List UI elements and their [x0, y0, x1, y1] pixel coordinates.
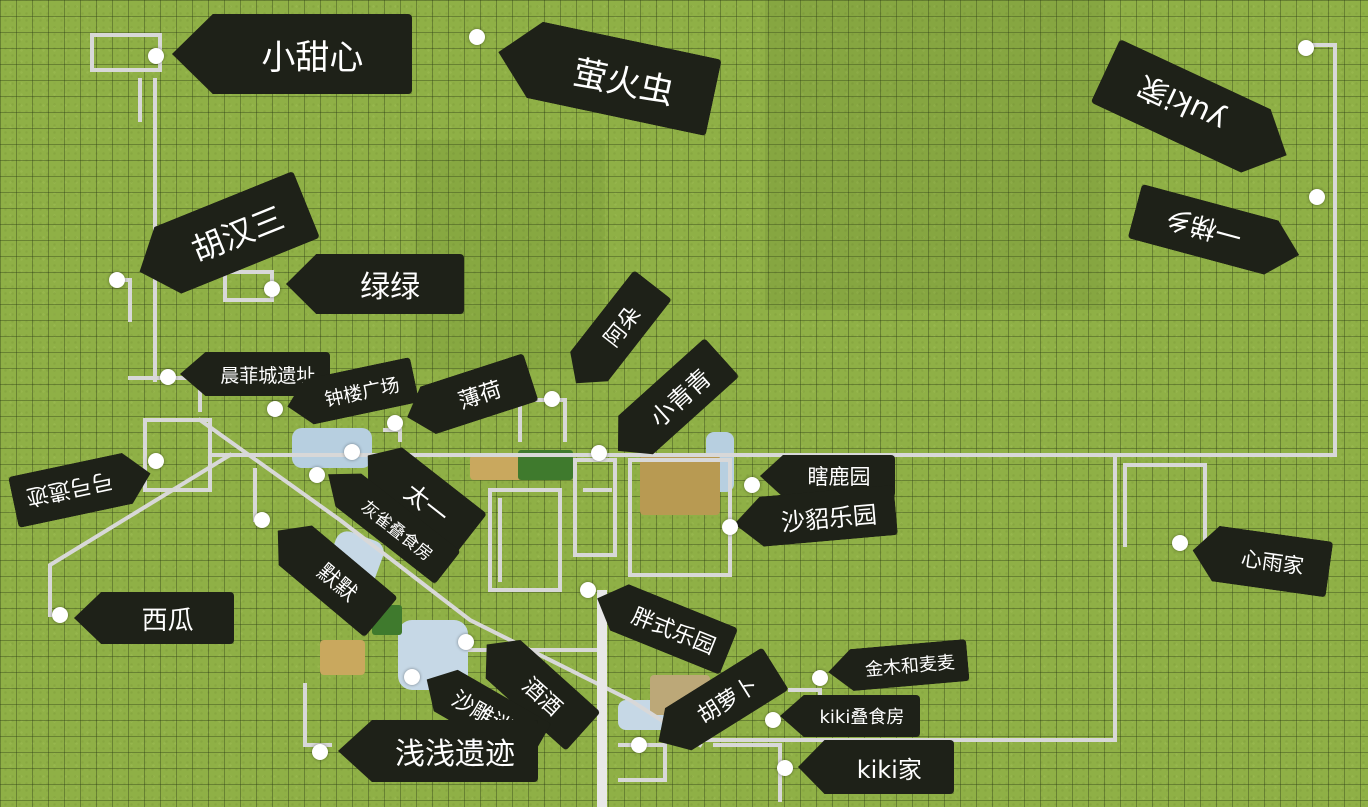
location-marker-qianqian[interactable] — [312, 744, 328, 760]
label-text: 萤火虫 — [569, 52, 678, 113]
location-marker-xiaoqingqing[interactable] — [591, 445, 607, 461]
label-lvlv[interactable]: 绿绿 — [286, 254, 464, 314]
label-kiki-jia[interactable]: kiki家 — [798, 740, 954, 794]
location-marker-shadiaomigong[interactable] — [404, 669, 420, 685]
label-text: 晨菲城遗址 — [220, 364, 316, 387]
label-text: kiki叠食房 — [819, 707, 905, 728]
location-marker-gonggong[interactable] — [148, 453, 164, 469]
location-marker-huluobo[interactable] — [631, 737, 647, 753]
label-text: 浅浅遗迹 — [395, 737, 515, 772]
label-text: 绿绿 — [360, 270, 421, 305]
location-marker-huhansan[interactable] — [109, 272, 125, 288]
location-marker-chenfeicheng[interactable] — [160, 369, 176, 385]
location-marker-momo[interactable] — [254, 512, 270, 528]
location-marker-xinyujia[interactable] — [1172, 535, 1188, 551]
label-text: 金木和麦麦 — [864, 652, 956, 681]
location-marker-aduo[interactable] — [544, 391, 560, 407]
label-xiaotianxin[interactable]: 小甜心 — [172, 14, 412, 94]
location-marker-kiki-shifang[interactable] — [765, 712, 781, 728]
location-marker-huiquediefang[interactable] — [309, 467, 325, 483]
location-marker-yijiexiang[interactable] — [1309, 189, 1325, 205]
location-marker-yuki-jia[interactable] — [1298, 40, 1314, 56]
location-marker-xiaotianxin[interactable] — [148, 48, 164, 64]
sand-patch — [320, 640, 365, 675]
label-qianqian[interactable]: 浅浅遗迹 — [338, 720, 538, 782]
label-text: 沙貂乐园 — [779, 500, 878, 537]
location-marker-jinmu[interactable] — [812, 670, 828, 686]
label-text: 薄荷 — [455, 377, 506, 415]
location-marker-zhanluyuan[interactable] — [744, 477, 760, 493]
label-text: 小甜心 — [261, 37, 364, 78]
label-text: 心雨家 — [1239, 546, 1306, 579]
location-marker-xigua[interactable] — [52, 607, 68, 623]
label-chenfeicheng[interactable]: 晨菲城遗址 — [180, 352, 330, 396]
location-marker-yinghuochong[interactable] — [469, 29, 485, 45]
label-text: 西瓜 — [141, 605, 194, 636]
location-marker-lvlv[interactable] — [264, 281, 280, 297]
grass-shade-patch — [765, 0, 1105, 310]
label-xigua[interactable]: 西瓜 — [74, 592, 234, 644]
location-marker-shadiaoleyuan[interactable] — [722, 519, 738, 535]
location-marker-taiyi[interactable] — [344, 444, 360, 460]
location-marker-bohe[interactable] — [387, 415, 403, 431]
location-marker-pangshileyuan[interactable] — [580, 582, 596, 598]
location-marker-jiujiu[interactable] — [458, 634, 474, 650]
sand-patch — [640, 455, 720, 515]
location-marker-zhonglou[interactable] — [267, 401, 283, 417]
label-text: kiki家 — [856, 755, 922, 784]
label-kiki-shifang[interactable]: kiki叠食房 — [780, 695, 920, 737]
location-marker-kiki-jia[interactable] — [777, 760, 793, 776]
label-text: 瞎鹿园 — [807, 465, 871, 489]
